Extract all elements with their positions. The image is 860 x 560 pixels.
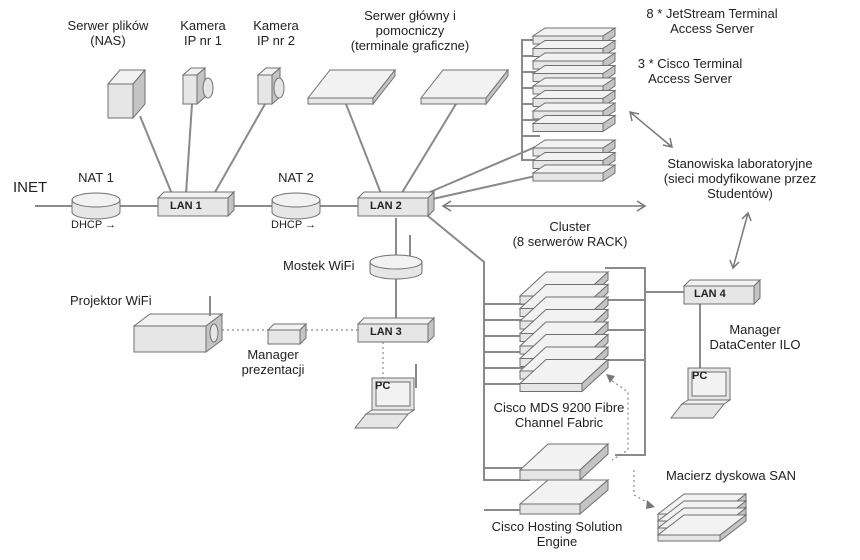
link-cluster-right	[605, 267, 646, 456]
label-nat1: NAT 1	[78, 170, 114, 185]
link-cam2-lan1	[213, 103, 266, 195]
dotted-mds-hse	[607, 377, 629, 461]
label-mostek: Mostek WiFi	[283, 258, 355, 273]
wifi-bridge	[369, 254, 423, 280]
camera-2	[256, 66, 285, 106]
terminal-access-server-rack	[531, 27, 617, 182]
arrow-rack-stanowiska	[629, 111, 673, 148]
lan1-switch	[156, 190, 236, 218]
lan4-switch	[682, 278, 762, 306]
label-cisco-hse: Cisco Hosting Solution Engine	[491, 519, 623, 549]
label-dhcp-2: DHCP →	[271, 219, 317, 231]
nat1-router	[71, 192, 121, 220]
label-main-server: Serwer główny i pomocniczy (terminale gr…	[350, 8, 470, 53]
pc2-label: PC	[692, 370, 708, 382]
label-cisco-mds: Cisco MDS 9200 Fibre Channel Fabric	[493, 400, 625, 430]
label-jetstream: 8 * JetStream Terminal Access Server	[646, 6, 778, 36]
link-cam1-lan1	[185, 103, 193, 195]
link-nas-lan1	[139, 115, 173, 195]
lan1-label: LAN 1	[170, 200, 202, 212]
label-manager-dc: Manager DataCenter ILO	[709, 322, 801, 352]
label-nat2: NAT 2	[278, 170, 314, 185]
label-stanowiska: Stanowiska laboratoryjne (sieci modyfiko…	[663, 156, 817, 201]
arrow-stanowiska-lan4	[732, 212, 749, 269]
san-disk-array	[656, 492, 748, 543]
wifi-projector	[132, 296, 224, 353]
label-dhcp-1: DHCP →	[71, 219, 117, 231]
cisco-tas-unit	[531, 164, 617, 182]
lan2-label: LAN 2	[370, 200, 402, 212]
lan3-label: LAN 3	[370, 326, 402, 338]
link-lan2-rack2	[427, 174, 541, 201]
label-macierz: Macierz dyskowa SAN	[665, 468, 797, 483]
laptop-pc-2	[669, 367, 732, 419]
lan3-switch	[356, 316, 436, 344]
cisco-hosting-solution-engine	[518, 442, 610, 516]
nas-server	[106, 68, 147, 120]
label-projektor: Projektor WiFi	[70, 293, 152, 308]
main-server-2	[419, 68, 510, 106]
camera-1	[181, 66, 214, 106]
nat2-router	[271, 192, 321, 220]
label-cisco-tas: 3 * Cisco Terminal Access Server	[637, 56, 743, 86]
san-disk-unit	[656, 513, 748, 543]
lan4-label: LAN 4	[694, 288, 726, 300]
label-camera-1: Kamera IP nr 1	[180, 18, 226, 48]
link-lan2-rack	[429, 144, 541, 193]
label-manager-prezentacji: Manager prezentacji	[241, 347, 305, 377]
pc1-label: PC	[375, 380, 391, 392]
label-camera-2: Kamera IP nr 2	[253, 18, 299, 48]
main-server-1	[306, 68, 397, 106]
laptop-pc-1	[353, 364, 417, 429]
lan2-switch	[356, 190, 436, 218]
dotted-hse-san	[633, 470, 653, 506]
label-cluster: Cluster (8 serwerów RACK)	[512, 219, 628, 249]
link-lan2-bus	[427, 215, 530, 481]
label-nas: Serwer plików (NAS)	[67, 18, 149, 48]
cluster-rack	[518, 270, 610, 393]
presentation-manager	[266, 322, 308, 346]
link-server1-lan2	[345, 103, 383, 197]
label-inet: INET	[13, 179, 48, 196]
cluster-server	[518, 358, 610, 393]
jetstream-unit	[531, 114, 617, 133]
link-server2-lan2	[399, 103, 457, 197]
